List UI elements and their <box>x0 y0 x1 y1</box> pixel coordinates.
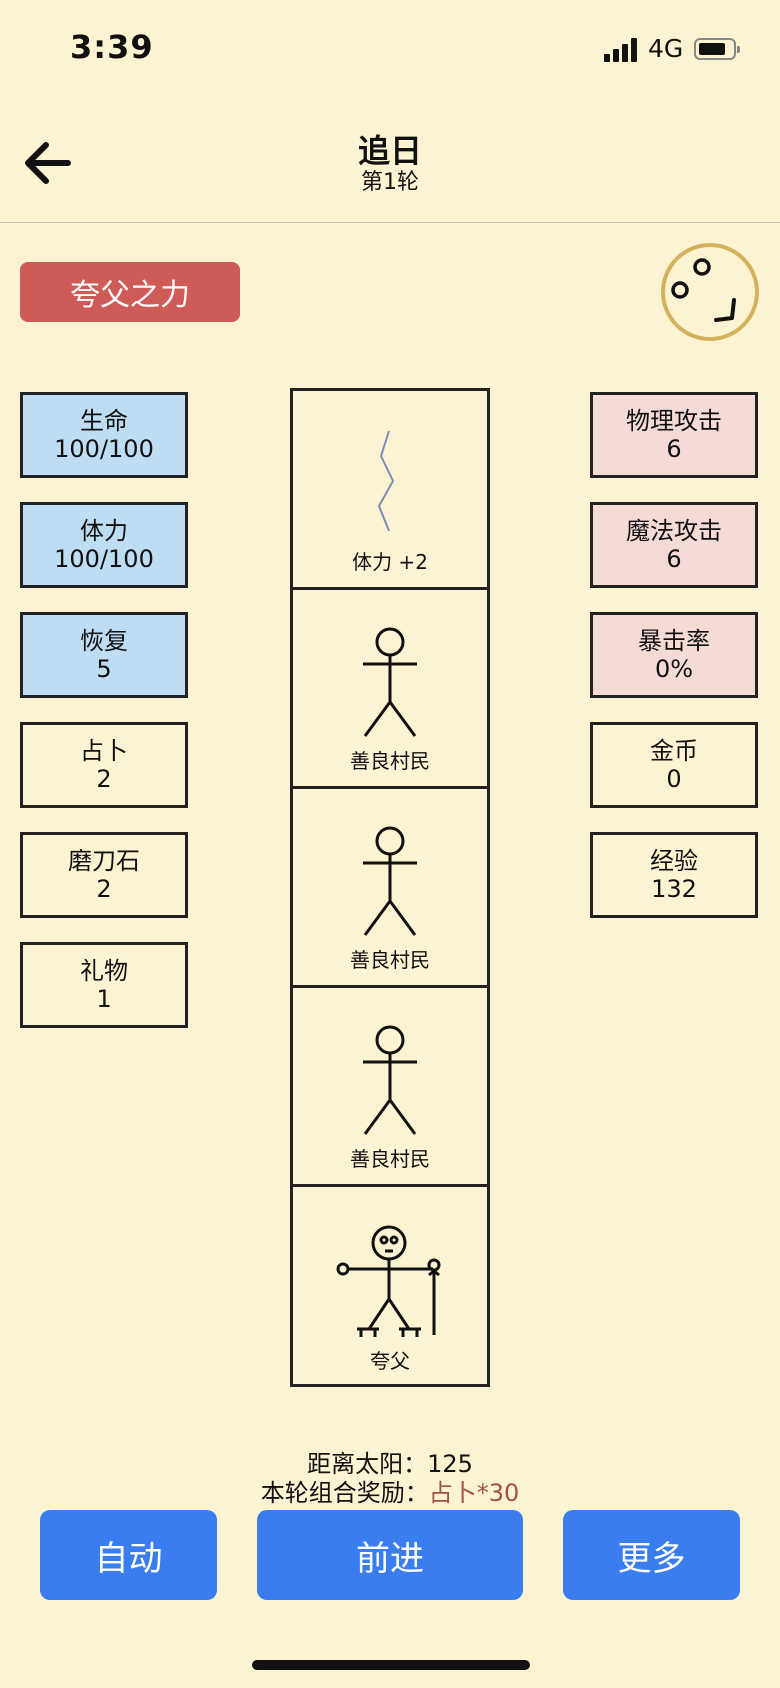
tile-villager[interactable]: 善良村民 <box>293 988 487 1187</box>
home-indicator[interactable] <box>252 1660 530 1670</box>
stat-value: 0% <box>654 655 694 683</box>
item-label: 礼物 <box>80 957 128 985</box>
tile-stamina-bonus[interactable]: 体力 +2 <box>293 391 487 590</box>
item-label: 占卜 <box>80 737 128 765</box>
tile-label: 夸父 <box>370 1349 410 1373</box>
stat-hp[interactable]: 生命 100/100 <box>20 392 188 478</box>
round-indicator: 第1轮 <box>361 170 419 195</box>
kuafu-icon <box>336 1225 441 1337</box>
forward-button[interactable]: 前进 <box>257 1510 523 1600</box>
stat-experience[interactable]: 经验 132 <box>590 832 758 918</box>
stat-label: 恢复 <box>80 627 128 655</box>
stat-label: 物理攻击 <box>626 407 722 435</box>
distance-value: 125 <box>427 1450 473 1478</box>
status-bar: 3:39 4G <box>0 0 780 100</box>
tile-label: 善良村民 <box>350 1147 430 1171</box>
stat-physical-attack[interactable]: 物理攻击 6 <box>590 392 758 478</box>
item-whetstone[interactable]: 磨刀石 2 <box>20 832 188 918</box>
distance-label: 距离太阳： <box>307 1450 428 1478</box>
stat-stamina[interactable]: 体力 100/100 <box>20 502 188 588</box>
villager-icon <box>363 627 417 737</box>
stat-gold[interactable]: 金币 0 <box>590 722 758 808</box>
stat-crit-rate[interactable]: 暴击率 0% <box>590 612 758 698</box>
stat-label: 经验 <box>650 847 698 875</box>
reward-value: 占卜*30 <box>428 1479 520 1507</box>
distance-info: 距离太阳：125 <box>0 1444 780 1479</box>
tile-villager[interactable]: 善良村民 <box>293 789 487 988</box>
stat-recovery[interactable]: 恢复 5 <box>20 612 188 698</box>
stat-value: 100/100 <box>54 435 154 463</box>
item-count: 2 <box>96 765 112 793</box>
lightning-icon <box>377 430 395 532</box>
face-emoji-icon[interactable] <box>660 242 760 342</box>
tile-kuafu[interactable]: 夸父 <box>293 1187 487 1386</box>
reward-info: 本轮组合奖励：占卜*30 <box>0 1473 780 1508</box>
item-label: 磨刀石 <box>68 847 140 875</box>
stat-value: 0 <box>666 765 682 793</box>
skill-button[interactable]: 夸父之力 <box>20 262 240 322</box>
network-type: 4G <box>648 34 684 63</box>
stat-label: 生命 <box>80 407 128 435</box>
item-divination[interactable]: 占卜 2 <box>20 722 188 808</box>
reward-label: 本轮组合奖励： <box>260 1479 429 1507</box>
tile-label: 善良村民 <box>350 948 430 972</box>
auto-button[interactable]: 自动 <box>40 1510 217 1600</box>
back-arrow-icon <box>25 142 71 184</box>
stat-value: 6 <box>666 545 682 573</box>
battery-icon <box>694 38 740 60</box>
stat-value: 5 <box>96 655 112 683</box>
back-button[interactable] <box>22 140 76 186</box>
stat-label: 体力 <box>80 517 128 545</box>
item-count: 1 <box>96 985 112 1013</box>
stat-value: 100/100 <box>54 545 154 573</box>
villager-icon <box>363 826 417 936</box>
tile-label: 体力 +2 <box>352 550 428 574</box>
stat-value: 6 <box>666 435 682 463</box>
stat-value: 132 <box>651 875 697 903</box>
nav-bar: 追日 第1轮 <box>0 100 780 223</box>
more-button[interactable]: 更多 <box>563 1510 740 1600</box>
tile-label: 善良村民 <box>350 749 430 773</box>
stat-label: 暴击率 <box>638 627 710 655</box>
stat-magic-attack[interactable]: 魔法攻击 6 <box>590 502 758 588</box>
stat-label: 金币 <box>650 737 698 765</box>
page-title: 追日 <box>357 132 422 170</box>
villager-icon <box>363 1025 417 1135</box>
item-gift[interactable]: 礼物 1 <box>20 942 188 1028</box>
tile-column: 体力 +2 善良村民 善良村民 <box>290 388 490 1387</box>
tile-villager[interactable]: 善良村民 <box>293 590 487 789</box>
stat-label: 魔法攻击 <box>626 517 722 545</box>
item-count: 2 <box>96 875 112 903</box>
status-time: 3:39 <box>70 28 154 66</box>
signal-icon <box>604 38 640 62</box>
